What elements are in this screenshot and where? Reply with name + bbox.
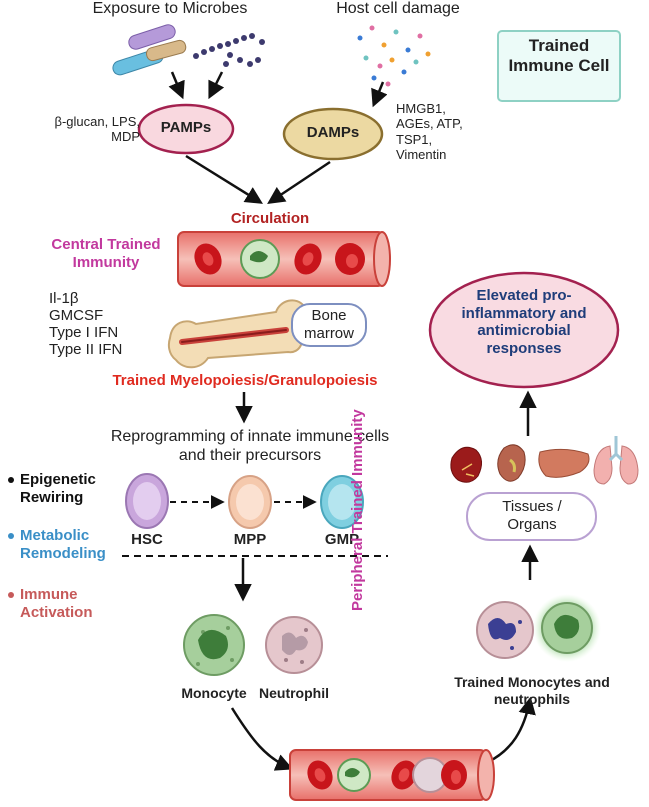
damps-oval	[282, 107, 384, 161]
progenitor-cells	[125, 473, 364, 529]
tissues-label: Tissues / Organs	[502, 498, 562, 533]
pamps-oval	[137, 103, 235, 155]
cytokine-item: GMCSF	[49, 307, 104, 324]
organs-illustration	[450, 436, 639, 485]
tissues-box	[466, 492, 597, 541]
arrow-microbes-pamps-2	[208, 71, 225, 100]
cytokine-item: Type II IFN	[49, 341, 123, 358]
cytokine-list: Il-1β GMCSF Type I IFN Type II IFN	[49, 290, 169, 358]
bullet-metabolic	[8, 533, 14, 539]
arrow-to-trained-cells	[487, 696, 536, 764]
responses-label: Elevated pro-inflammatory and antimicrob…	[461, 287, 587, 358]
trained-immune-cell-label: Trained Immune Cell	[508, 36, 610, 76]
arrow-damage-damps	[371, 81, 388, 108]
neutrophil-label: Neutrophil	[259, 685, 329, 701]
trained-cells-label: Trained Monocytes and neutrophils	[454, 674, 610, 707]
trained-immune-cell-box	[497, 30, 621, 102]
host-damage-label: Host cell damage	[336, 0, 460, 17]
microbes-illustration	[112, 24, 265, 76]
neutrophil-cell	[265, 616, 323, 674]
reprogramming-label: Reprogramming of innate immune cells and…	[110, 428, 390, 464]
monocyte-cell	[183, 614, 245, 676]
vessel-bottom	[289, 749, 495, 801]
pamps-examples: β-glucan, LPS, MDP	[54, 114, 140, 145]
myelopoiesis-label: Trained Myelopoiesis/Granulopoiesis	[112, 372, 378, 389]
hsc-label: HSC	[131, 531, 163, 548]
trained-monocyte-cell	[533, 594, 601, 662]
bone-illustration	[167, 299, 309, 369]
arrow-pamps-circulation	[185, 154, 263, 204]
arrow-damps-circulation	[267, 160, 331, 204]
vessel-top	[177, 231, 391, 287]
central-trained-immunity-label: Central Trained Immunity	[51, 236, 161, 271]
responses-oval	[428, 271, 620, 389]
microbes-label: Exposure to Microbes	[92, 0, 248, 17]
arrow-to-bottom-vessel	[230, 707, 294, 771]
pamps-label: PAMPs	[160, 119, 212, 136]
mechanism-epigenetic: Epigenetic Rewiring	[20, 471, 96, 506]
damps-examples: HMGB1, AGEs, ATP, TSP1, Vimentin	[396, 101, 463, 162]
arrow-microbes-pamps-1	[168, 71, 185, 100]
damage-molecules	[357, 25, 431, 87]
trained-neutrophil-cell	[476, 601, 534, 659]
bullet-immune	[8, 592, 14, 598]
peripheral-trained-immunity-label: Peripheral Trained Immunity	[349, 409, 366, 611]
bone-marrow-label: Bone marrow	[303, 307, 354, 342]
mechanism-immune: Immune Activation	[20, 586, 93, 621]
damps-label: DAMPs	[306, 124, 360, 141]
cytokine-item: Type I IFN	[49, 324, 119, 341]
monocyte-label: Monocyte	[181, 685, 247, 701]
circulation-label: Circulation	[230, 210, 310, 227]
mpp-label: MPP	[233, 531, 267, 548]
gmp-label: GMP	[324, 531, 360, 548]
bullet-epigenetic	[8, 477, 14, 483]
bone-marrow-box	[291, 303, 367, 347]
cytokine-item: Il-1β	[49, 290, 79, 307]
mechanism-metabolic: Metabolic Remodeling	[20, 527, 106, 562]
